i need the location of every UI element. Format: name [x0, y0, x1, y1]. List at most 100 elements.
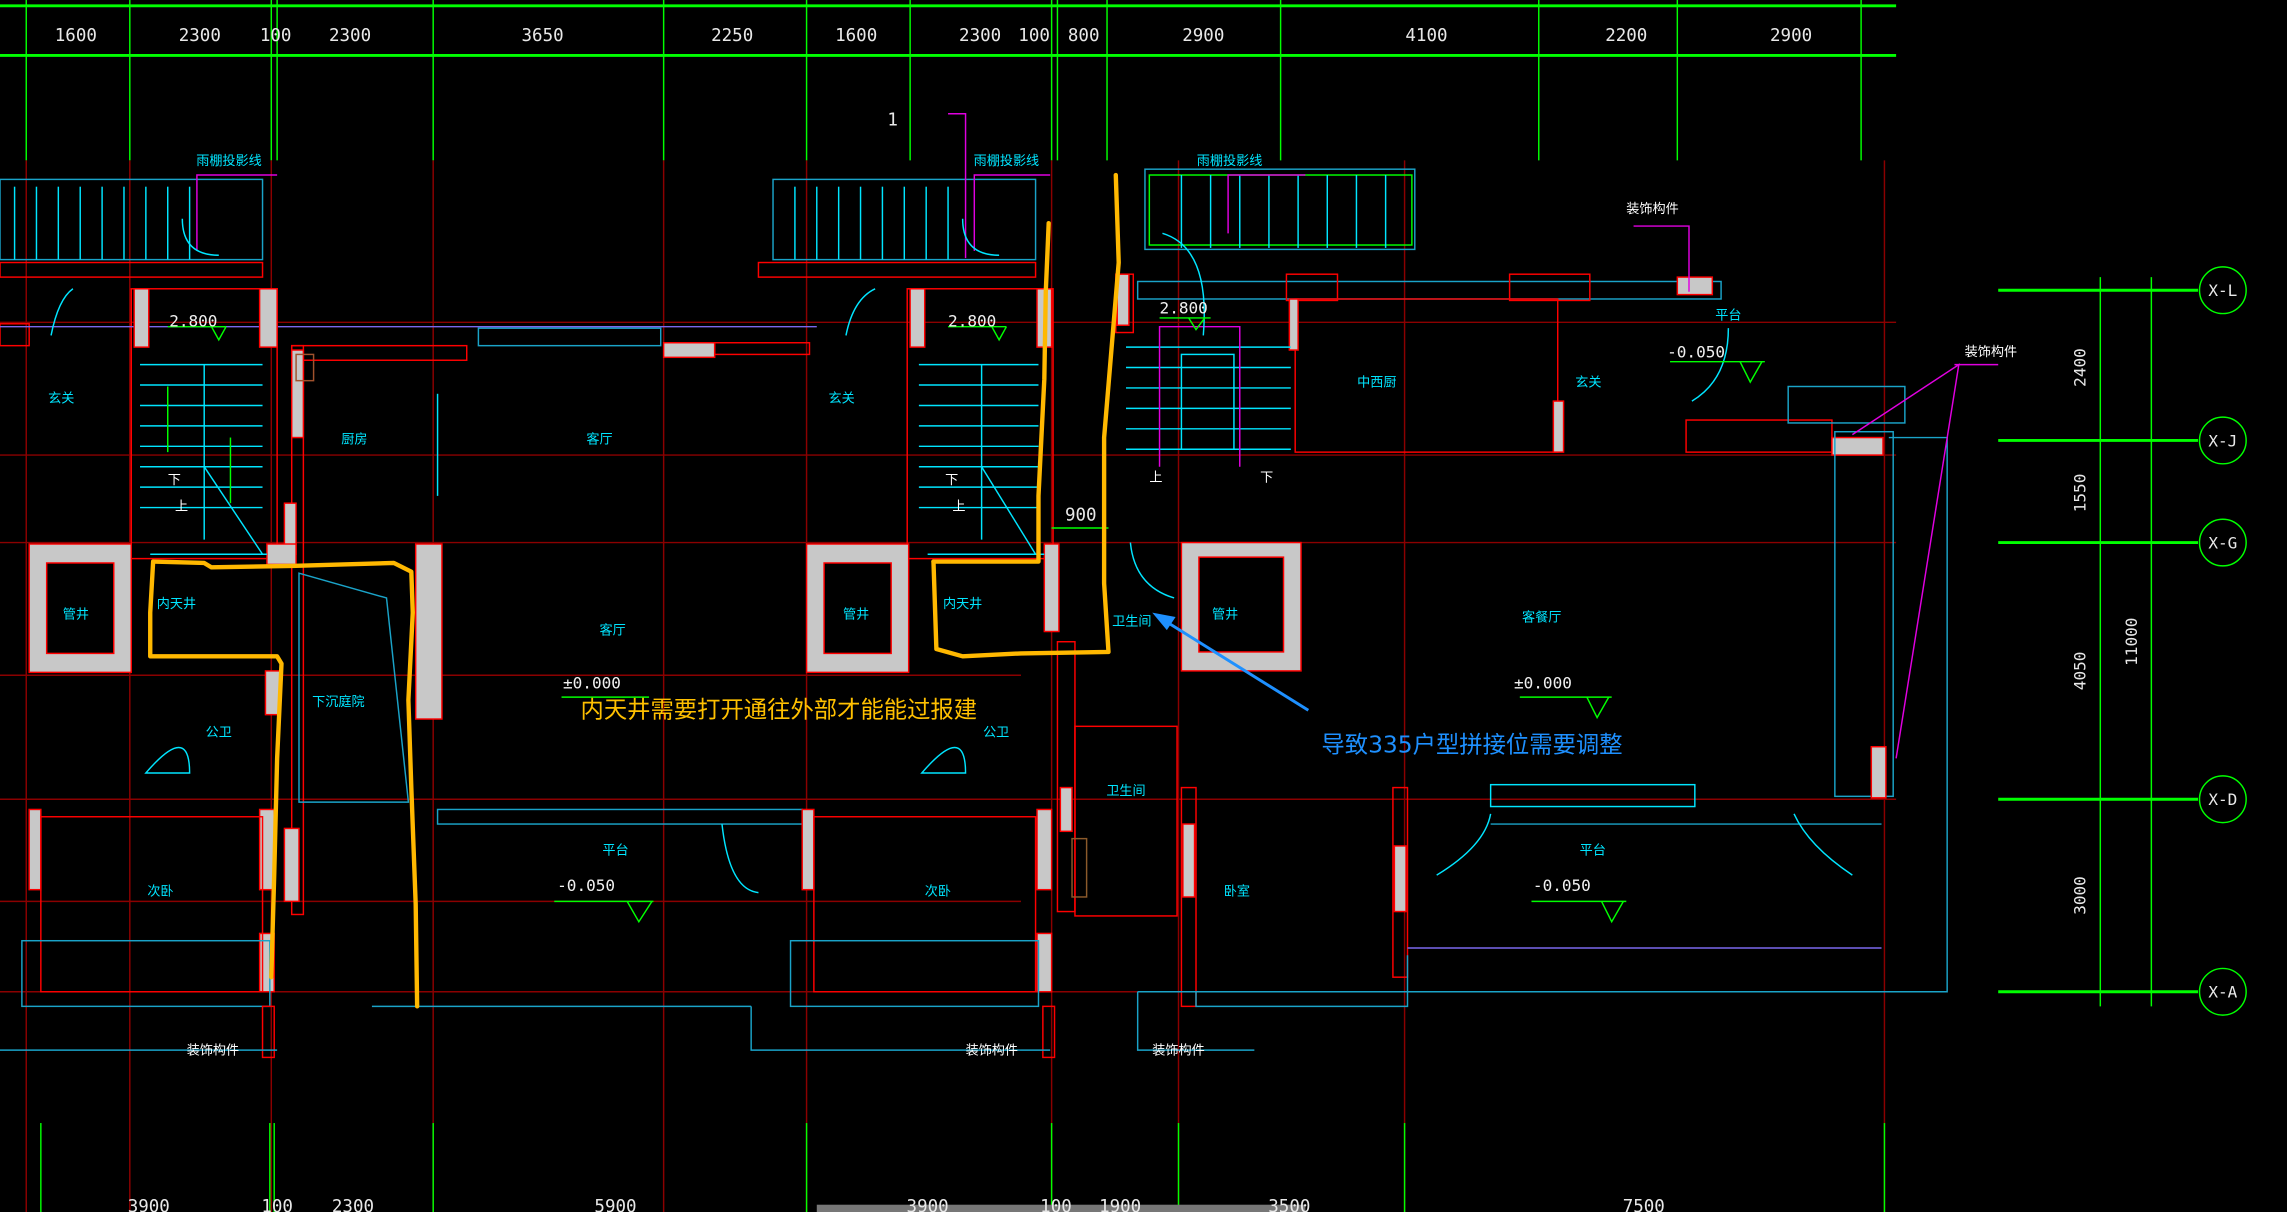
top-dim: 1600 [835, 26, 877, 46]
door-swing [961, 218, 1000, 256]
door-swing [144, 746, 191, 774]
elevation-label: -0.050 [1667, 342, 1725, 361]
room-label: 平台 [602, 843, 628, 859]
room-label: 下沉庭院 [312, 693, 364, 710]
room-label: 公卫 [983, 726, 1009, 741]
bottom-dim: 100 [261, 1197, 293, 1212]
annotation-335-adjust: 导致335户型拼接位需要调整 [1321, 731, 1622, 759]
canopy-label: 雨棚投影线 [1197, 153, 1263, 169]
top-dim: 800 [1068, 26, 1100, 46]
room-label: 管井 [1212, 606, 1238, 622]
room-label: 卫生间 [1106, 783, 1145, 799]
room-label: 次卧 [925, 884, 951, 900]
canopy-right [1144, 168, 1416, 251]
room-label: 客厅 [586, 430, 612, 447]
walls-right-unit [1115, 273, 1948, 1051]
section-mark: 1 [887, 110, 898, 130]
door-swing [181, 218, 219, 256]
axis-bubble [2198, 967, 2247, 1016]
room-label: 卧室 [1224, 883, 1250, 900]
room-label: 管井 [843, 606, 869, 622]
stair-down-label: 下 [945, 473, 958, 488]
room-label: 管井 [63, 606, 89, 622]
elevation-label: 2.800 [1160, 299, 1208, 318]
door-swing [845, 288, 876, 336]
bottom-dim: 2300 [332, 1197, 374, 1212]
elevation-markers [167, 317, 1765, 924]
top-dimension-chain: 1600 2300 100 2300 3650 2250 1600 2300 1… [0, 0, 1897, 161]
right-dimension-chain: X-L X-J X-G X-D X-A 2400 1550 4050 3000 … [1998, 266, 2247, 1016]
top-dim: 2300 [179, 26, 221, 46]
elevation-label: ±0.000 [563, 673, 621, 692]
canopy-label: 雨棚投影线 [974, 153, 1040, 169]
door-swing [1129, 542, 1175, 599]
room-label: 客餐厅 [1522, 608, 1561, 625]
room-label: 玄关 [1575, 374, 1601, 390]
leader-decor [1633, 225, 1690, 292]
top-dim: 100 [260, 26, 292, 46]
stair-up-label: 上 [1149, 469, 1162, 485]
door-swing [1691, 328, 1730, 402]
room-label: 内天井 [943, 596, 982, 612]
room-label: 卫生间 [1112, 614, 1151, 630]
axis-label: X-D [2208, 790, 2237, 809]
room-label: 客厅 [599, 621, 625, 638]
sunken-courtyard-outline [298, 572, 410, 803]
yellow-markup [148, 172, 1121, 1009]
right-dim: 2400 [2071, 348, 2090, 387]
top-dim: 2200 [1605, 26, 1647, 46]
bottom-dim: 3500 [1268, 1197, 1310, 1212]
bottom-dim: 3900 [907, 1197, 949, 1212]
annotation-inner-courtyard: 内天井需要打开通往外部才能能过报建 [581, 696, 978, 724]
stair-arrows-left [167, 386, 232, 504]
right-dim: 3000 [2071, 876, 2090, 915]
stair-down-label: 下 [1260, 470, 1273, 485]
bottom-dim: 7500 [1623, 1197, 1665, 1212]
appliance [1071, 837, 1088, 898]
door-swing [1436, 813, 1492, 876]
room-label: 平台 [1580, 843, 1606, 859]
bottom-dim: 100 [1040, 1197, 1072, 1212]
axis-bubble [2198, 416, 2247, 465]
bottom-dim: 1900 [1099, 1197, 1141, 1212]
stair-up-label: 上 [952, 498, 965, 514]
walls-middle-unit [757, 261, 1178, 1059]
right-dim: 1550 [2071, 474, 2090, 513]
room-label: 平台 [1715, 307, 1741, 323]
axis-label: X-L [2208, 281, 2237, 300]
room-label: 玄关 [48, 391, 74, 407]
bottom-dim: 3900 [128, 1197, 170, 1212]
horizontal-scrollbar[interactable] [816, 1204, 1306, 1212]
door-swing [1793, 813, 1853, 876]
bottom-dim: 5900 [594, 1197, 636, 1212]
decor-label: 装饰构件 [1965, 344, 2017, 360]
axis-label: X-A [2208, 983, 2237, 1002]
door-swing [50, 288, 74, 336]
stair-down-label: 下 [168, 473, 181, 488]
elevation-label: -0.050 [1533, 876, 1591, 895]
decor-label: 装饰构件 [966, 1042, 1018, 1058]
dim-900: 900 [1065, 506, 1097, 526]
right-dim: 4050 [2071, 652, 2090, 691]
decor-label: 装饰构件 [187, 1042, 239, 1058]
bottom-dimension-chain: 3900 100 2300 5900 3900 100 1900 3500 75… [40, 1123, 1886, 1212]
elevation-label: -0.050 [557, 876, 615, 895]
elevation-label: 2.800 [948, 312, 996, 331]
canopy-left [0, 174, 278, 261]
axis-bubble [2198, 518, 2247, 567]
top-dim: 3650 [522, 26, 564, 46]
room-label: 内天井 [157, 596, 196, 612]
top-dim: 4100 [1405, 26, 1447, 46]
top-dim: 2900 [1182, 26, 1224, 46]
elevation-label: 2.800 [169, 312, 217, 331]
room-label: 厨房 [341, 431, 367, 447]
door-swing [721, 823, 759, 894]
top-dim: 1600 [55, 26, 97, 46]
decor-label: 装饰构件 [1626, 201, 1678, 217]
axis-label: X-J [2208, 431, 2237, 450]
door-swing [920, 746, 967, 774]
room-label: 公卫 [206, 726, 232, 741]
leader-decor [1851, 363, 1960, 759]
